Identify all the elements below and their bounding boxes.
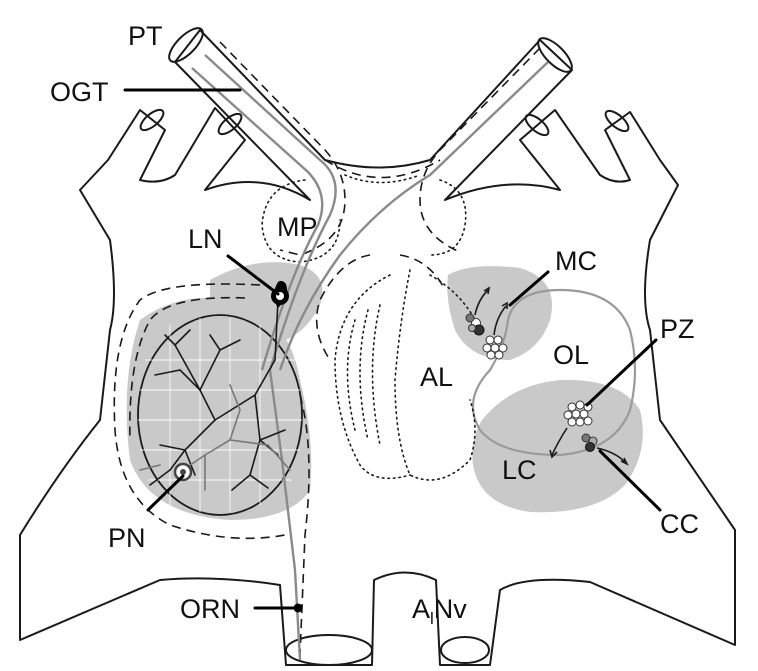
arc-dotted-2 <box>360 310 368 440</box>
label-mc: MC <box>555 246 597 276</box>
arc-dotted-1 <box>348 320 356 430</box>
top-dotted-arc <box>345 175 420 183</box>
label-ol: OL <box>553 340 589 370</box>
label-cc: CC <box>660 509 699 539</box>
pn-soma-nucleus <box>180 469 186 475</box>
central-body-dashed <box>317 255 445 360</box>
label-mp: MP <box>277 212 318 242</box>
label-al: AL <box>420 362 453 392</box>
orn-leader-dot <box>294 604 303 613</box>
pt-left-tube-end <box>164 23 208 67</box>
label-alnv-main: A <box>412 594 430 624</box>
label-lc: LC <box>502 455 537 485</box>
label-pn: PN <box>108 523 146 553</box>
label-ogt: OGT <box>50 77 109 107</box>
lc-region <box>472 380 642 512</box>
label-pt: PT <box>128 21 163 51</box>
mp-right-dotted <box>430 180 466 255</box>
label-alnv-tail: Nv <box>434 594 467 624</box>
label-pz: PZ <box>660 314 695 344</box>
arc-dotted-3 <box>373 305 381 445</box>
label-orn: ORN <box>180 594 240 624</box>
label-alnv: AlNv <box>412 594 467 628</box>
label-ln: LN <box>188 224 223 254</box>
antennal-nerve-right-end <box>441 637 489 663</box>
